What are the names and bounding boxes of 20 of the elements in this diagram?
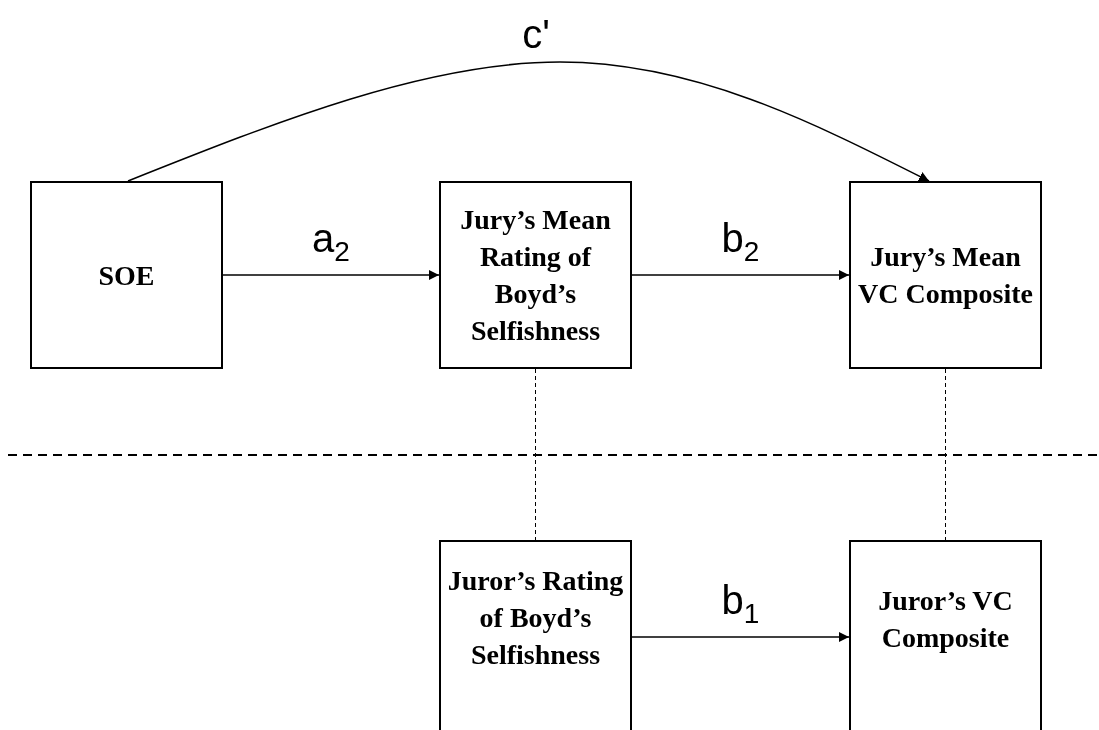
edge-label: b$_{1}$ (721, 578, 760, 631)
dotted-connector (945, 368, 946, 541)
variable-box (439, 540, 632, 730)
variable-box (30, 181, 223, 369)
box-label: Juror’s Rating of Boyd’s Selfishness (446, 564, 625, 672)
edge-label: b$_{2}$ (721, 216, 760, 269)
box-label: SOE (97, 258, 156, 293)
arrow (222, 270, 440, 280)
variable-box (849, 181, 1042, 369)
variable-box (849, 540, 1042, 730)
box-label: Juror’s VC Composite (877, 584, 1014, 655)
arrow (631, 632, 850, 642)
box-label: Jury’s Mean Rating of Boyd’s Selfishness (459, 203, 612, 348)
edge-label: c' (522, 12, 550, 56)
edge-label: a$_{2}$ (312, 216, 350, 269)
arrow (631, 270, 850, 280)
curved-arrow (127, 61, 930, 182)
variable-box (439, 181, 632, 369)
dotted-connector (535, 368, 536, 541)
box-label: Jury’s Mean VC Composite (857, 240, 1034, 311)
